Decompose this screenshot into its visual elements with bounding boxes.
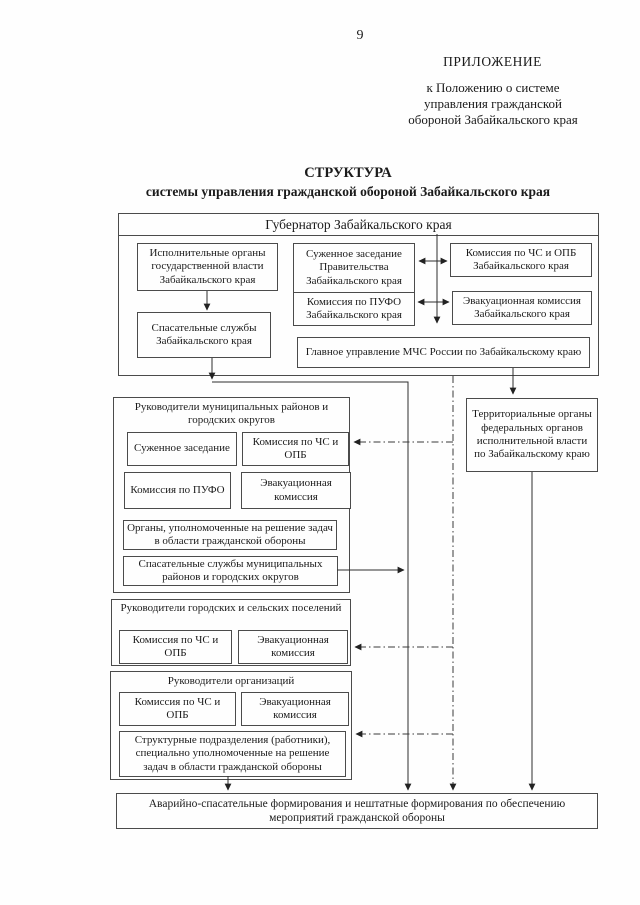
settlements-evac-box: Эвакуационная комиссия xyxy=(238,630,348,664)
pufo-commission-box: Комиссия по ПУФО Забайкальского края xyxy=(293,292,415,326)
municipal-evac-box: Эвакуационная комиссия xyxy=(241,472,351,509)
settlements-title: Руководители городских и сельских поселе… xyxy=(120,602,342,614)
title-line-1: СТРУКТУРА xyxy=(304,165,392,181)
page-number: 9 xyxy=(356,28,364,43)
title-line-2: системы управления гражданской обороной … xyxy=(145,184,551,199)
mchs-main-office-box: Главное управление МЧС России по Забайка… xyxy=(297,337,590,368)
territorial-bodies-box: Территориальные органы федеральных орган… xyxy=(466,398,598,472)
settlements-chs-opb-box: Комиссия по ЧС и ОПБ xyxy=(119,630,232,664)
rescue-services-box: Спасательные службы Забайкальского края xyxy=(137,312,271,358)
emergency-formations-box: Аварийно-спасательные формирования и неш… xyxy=(116,793,598,829)
appendix-reference: к Положению о системе управления граждан… xyxy=(408,80,578,127)
organizations-structural-units-box: Структурные подразделения (работники), с… xyxy=(119,731,346,777)
municipal-authorized-bodies-box: Органы, уполномоченные на решение задач … xyxy=(123,520,337,550)
appendix-label: ПРИЛОЖЕНИЕ xyxy=(443,54,542,69)
municipal-chs-opb-box: Комиссия по ЧС и ОПБ xyxy=(242,432,349,466)
chs-opb-commission-box: Комиссия по ЧС и ОПБ Забайкальского края xyxy=(450,243,592,277)
municipal-pufo-box: Комиссия по ПУФО xyxy=(124,472,231,509)
document-title: СТРУКТУРА системы управления гражданской… xyxy=(98,165,598,200)
exec-bodies-box: Исполнительные органы государственной вл… xyxy=(137,243,278,291)
organizations-chs-opb-box: Комиссия по ЧС и ОПБ xyxy=(119,692,236,726)
narrow-session-box: Суженное заседание Правительства Забайка… xyxy=(293,243,415,293)
municipal-rescue-services-box: Спасательные службы муниципальных районо… xyxy=(123,556,338,586)
settlements-container: Руководители городских и сельских поселе… xyxy=(111,599,351,666)
organizations-container: Руководители организаций Комиссия по ЧС … xyxy=(110,671,352,780)
organizations-title: Руководители организаций xyxy=(167,675,295,687)
organizations-evac-box: Эвакуационная комиссия xyxy=(241,692,349,726)
governor-box: Губернатор Забайкальского края xyxy=(119,214,598,236)
municipal-container: Руководители муниципальных районов и гор… xyxy=(113,397,351,593)
municipal-narrow-session-box: Суженное заседание xyxy=(127,432,237,466)
evac-commission-box: Эвакуационная комиссия Забайкальского кр… xyxy=(452,291,592,325)
municipal-title: Руководители муниципальных районов и гор… xyxy=(134,401,329,427)
